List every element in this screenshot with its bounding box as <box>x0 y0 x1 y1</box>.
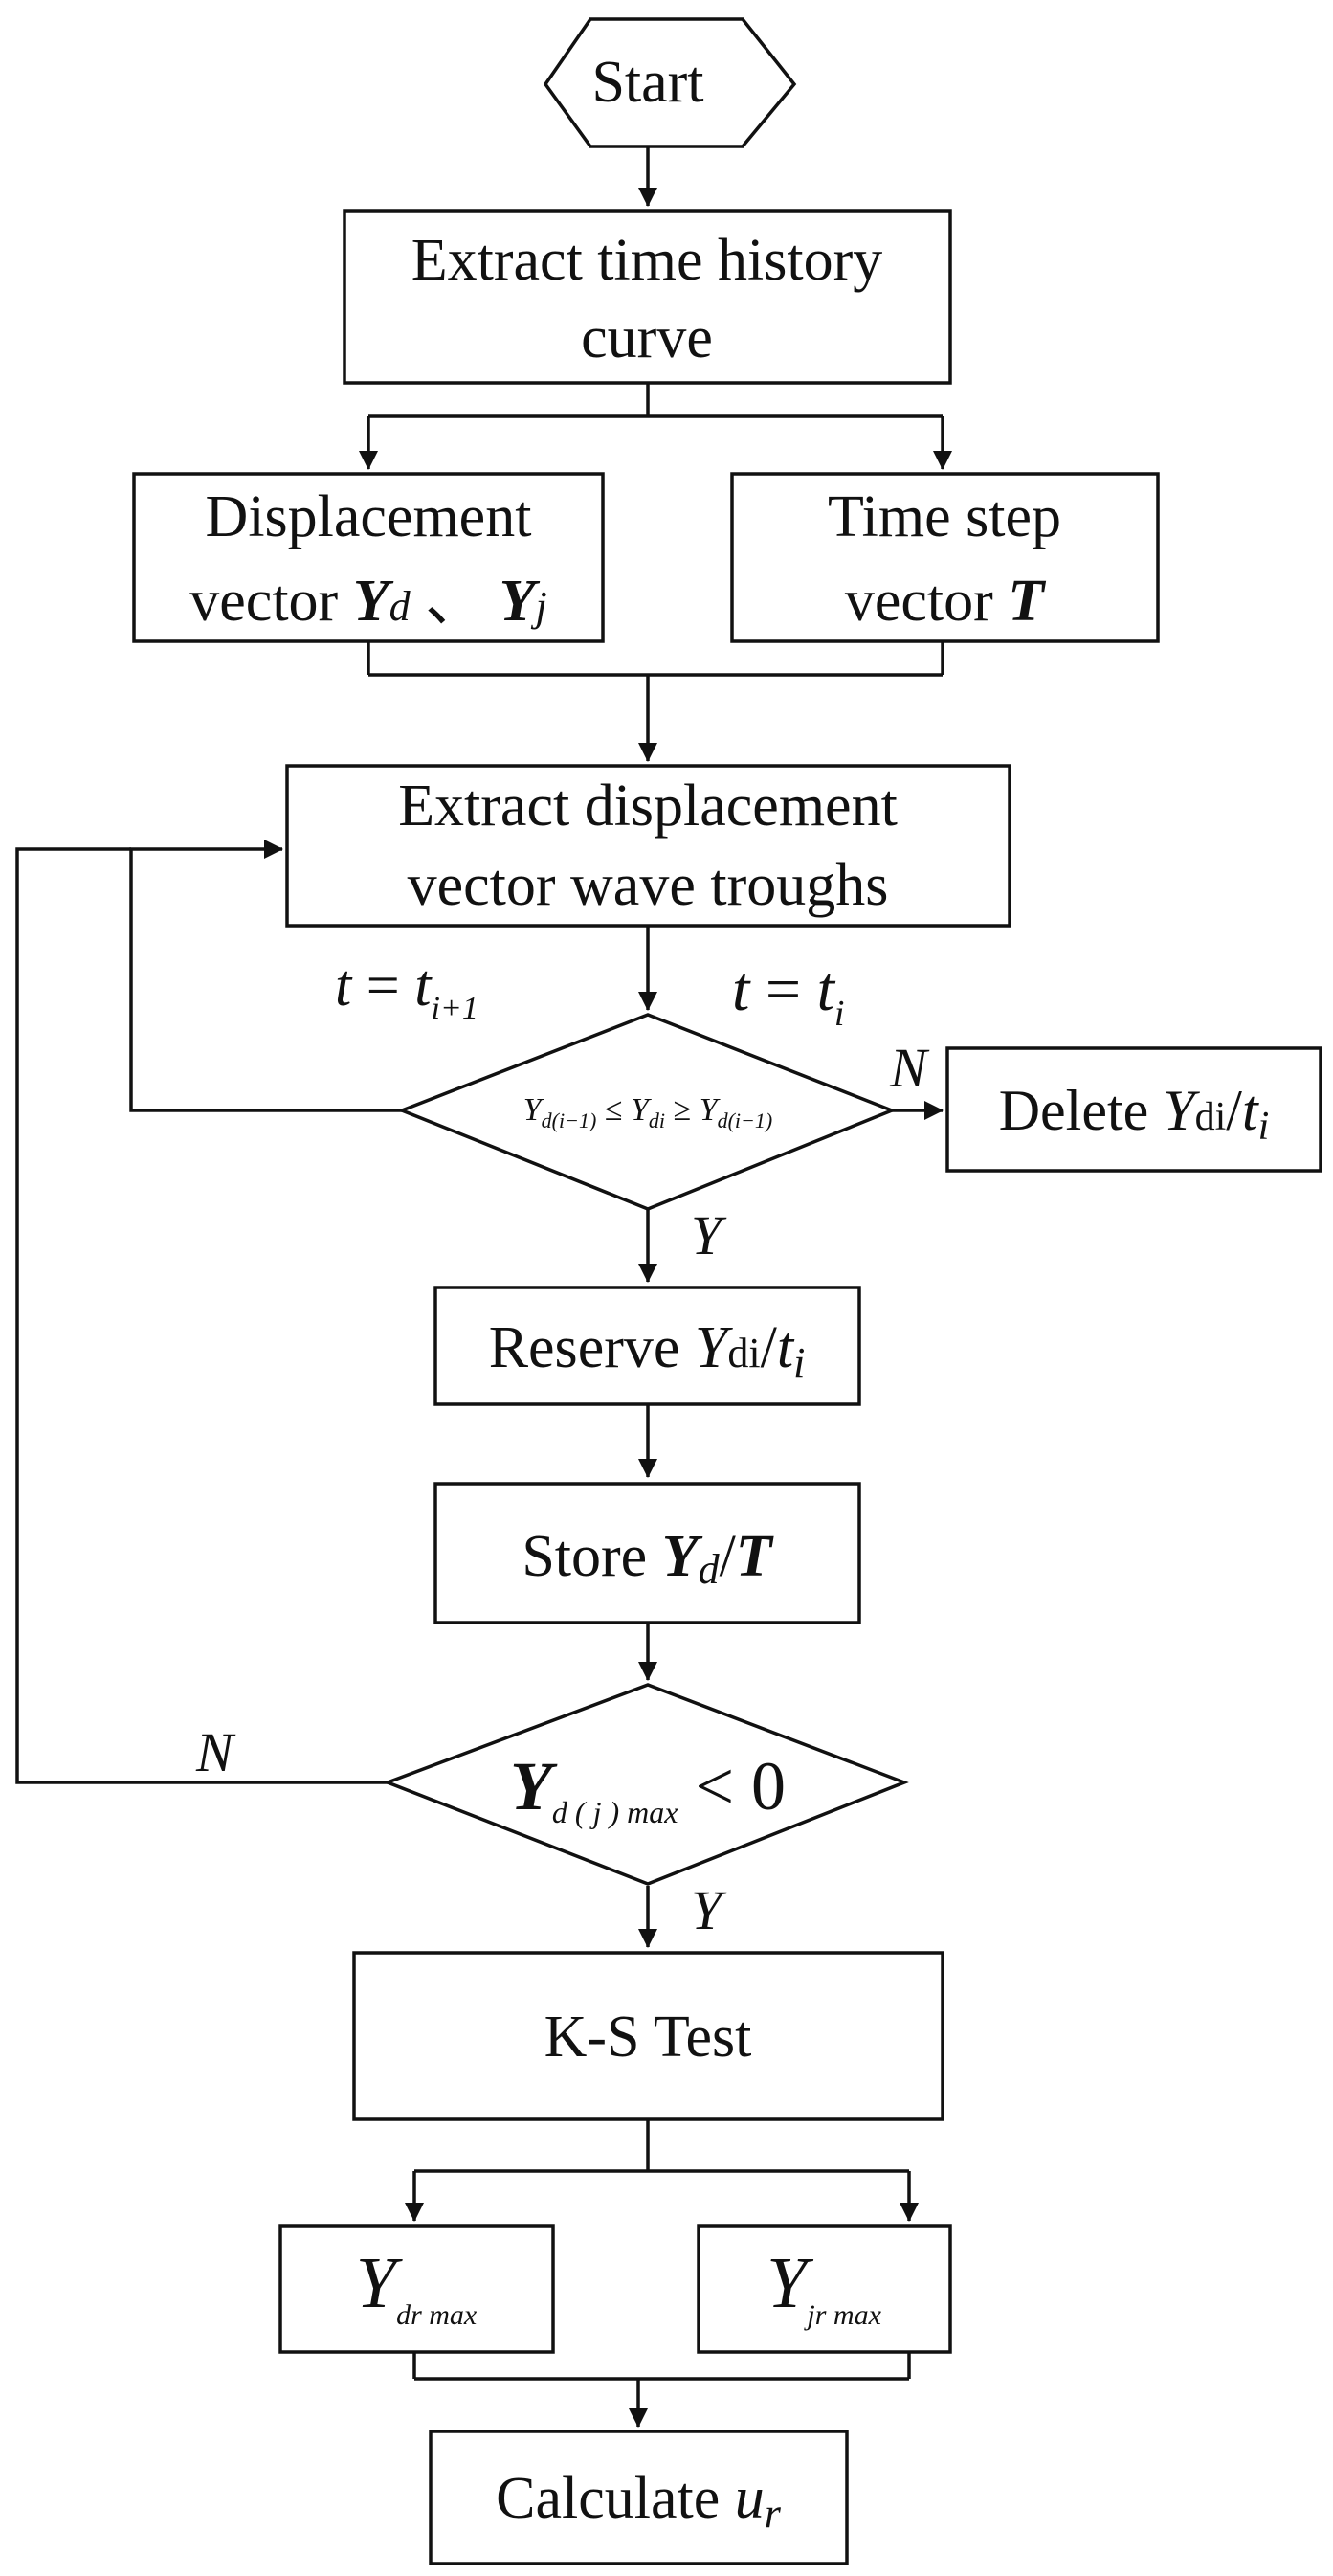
trough-condition-label: Yd(i−1) ≤ Ydi ≥ Yd(i−1) <box>523 1092 772 1132</box>
ks-test-node: K-S Test <box>352 1951 944 2121</box>
timestep-line1: Time step <box>828 484 1061 549</box>
displacement-line2: vector Yd 、 Yj <box>189 569 546 634</box>
label-y-second: Y <box>691 1879 727 1941</box>
label-t-next: t = ti+1 <box>335 953 478 1026</box>
calculate-node: Calculate ur <box>429 2430 849 2565</box>
ks-test-label: K-S Test <box>544 2005 752 2070</box>
extract-troughs-line2: vector wave troughs <box>408 853 889 918</box>
reserve-node: Reserve Ydi/ti <box>433 1286 861 1406</box>
extract-curve-line2: curve <box>581 305 713 370</box>
ydr-max-node: Ydr max <box>278 2224 555 2354</box>
extract-troughs-line1: Extract displacement <box>398 773 898 839</box>
label-n-first: N <box>889 1037 930 1099</box>
store-node: Store Yd/T <box>433 1482 861 1624</box>
displacement-line1: Displacement <box>206 484 532 549</box>
delete-label: Delete Ydi/ti <box>999 1079 1270 1149</box>
calculate-label: Calculate ur <box>496 2466 782 2537</box>
start-label: Start <box>591 50 703 115</box>
label-n-second: N <box>195 1721 236 1783</box>
start-node: Start <box>543 17 797 148</box>
max-condition-label: Yd ( j ) max < 0 <box>510 1748 786 1829</box>
trough-condition-node: Yd(i−1) ≤ Ydi ≥ Yd(i−1) <box>397 1013 897 1211</box>
ydr-max-label: Ydr max <box>356 2243 478 2331</box>
reserve-label: Reserve Ydi/ti <box>489 1315 806 1386</box>
label-y-first: Y <box>691 1204 727 1266</box>
store-label: Store Yd/T <box>522 1524 773 1593</box>
extract-troughs-node: Extract displacement vector wave troughs <box>285 764 1011 928</box>
yjr-max-node: Yjr max <box>697 2224 952 2354</box>
loop-back-outer <box>15 847 388 1784</box>
timestep-line2: vector T <box>845 569 1046 634</box>
displacement-vector-node: Displacement vector Yd 、 Yj <box>132 472 605 643</box>
yjr-max-label: Yjr max <box>766 2243 881 2331</box>
loop-back-inner <box>129 840 402 1112</box>
label-t-current: t = ti <box>732 954 844 1034</box>
extract-curve-line1: Extract time history <box>411 228 882 293</box>
max-condition-node: Yd ( j ) max < 0 <box>383 1683 909 1886</box>
extract-curve-node: Extract time history curve <box>343 209 952 385</box>
connectors <box>15 146 952 2428</box>
delete-node: Delete Ydi/ti <box>945 1046 1322 1173</box>
time-step-vector-node: Time step vector T <box>730 472 1160 643</box>
